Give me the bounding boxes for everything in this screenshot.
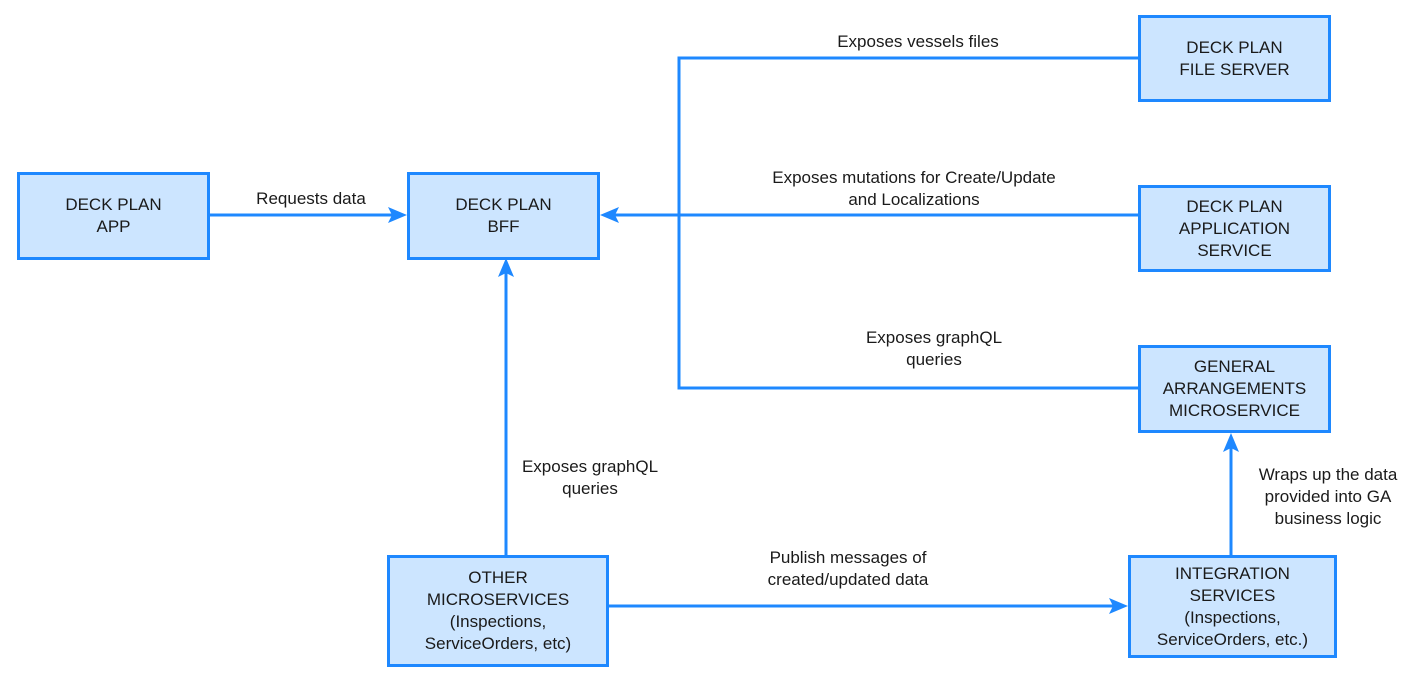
edge-label-mutations: Exposes mutations for Create/Update and … bbox=[772, 168, 1056, 209]
node-general-arrangements-microservice: GENERAL ARRANGEMENTS MICROSERVICE bbox=[1138, 345, 1331, 433]
node-other-microservices: OTHER MICROSERVICES (Inspections, Servic… bbox=[387, 555, 609, 667]
edge-label-ga-queries: Exposes graphQL queries bbox=[865, 328, 1003, 369]
edge-label-wraps: Wraps up the data provided into GA busin… bbox=[1258, 465, 1398, 528]
edge-label-vessels-files: Exposes vessels files bbox=[837, 32, 999, 51]
node-deck-plan-file-server-label: DECK PLAN FILE SERVER bbox=[1179, 37, 1290, 79]
edge-label-other-queries: Exposes graphQL queries bbox=[521, 457, 659, 498]
node-deck-plan-application-service-label: DECK PLAN APPLICATION SERVICE bbox=[1178, 196, 1291, 260]
arrowhead-bff-right bbox=[600, 207, 619, 223]
node-deck-plan-bff-label: DECK PLAN BFF bbox=[455, 195, 552, 236]
arrowhead-bff-bottom bbox=[498, 258, 514, 277]
node-deck-plan-file-server: DECK PLAN FILE SERVER bbox=[1138, 15, 1331, 102]
arrowhead-bff-left bbox=[388, 207, 407, 223]
edge-vessels-files bbox=[677, 56, 1138, 215]
node-other-microservices-label: OTHER MICROSERVICES (Inspections, Servic… bbox=[424, 568, 572, 653]
node-general-arrangements-microservice-label: GENERAL ARRANGEMENTS MICROSERVICE bbox=[1162, 357, 1307, 420]
edge-ga-queries bbox=[677, 215, 1138, 390]
edge-label-publish: Publish messages of created/updated data bbox=[767, 548, 929, 589]
arrowhead-ga bbox=[1223, 433, 1239, 452]
edge-label-requests-data: Requests data bbox=[256, 189, 366, 208]
node-deck-plan-application-service: DECK PLAN APPLICATION SERVICE bbox=[1138, 185, 1331, 272]
node-deck-plan-bff: DECK PLAN BFF bbox=[407, 172, 600, 260]
node-integration-services: INTEGRATION SERVICES (Inspections, Servi… bbox=[1128, 555, 1337, 658]
node-deck-plan-app-label: DECK PLAN APP bbox=[65, 195, 162, 236]
node-deck-plan-app: DECK PLAN APP bbox=[17, 172, 210, 260]
node-integration-services-label: INTEGRATION SERVICES (Inspections, Servi… bbox=[1156, 563, 1309, 649]
arrowhead-integration bbox=[1109, 598, 1128, 614]
